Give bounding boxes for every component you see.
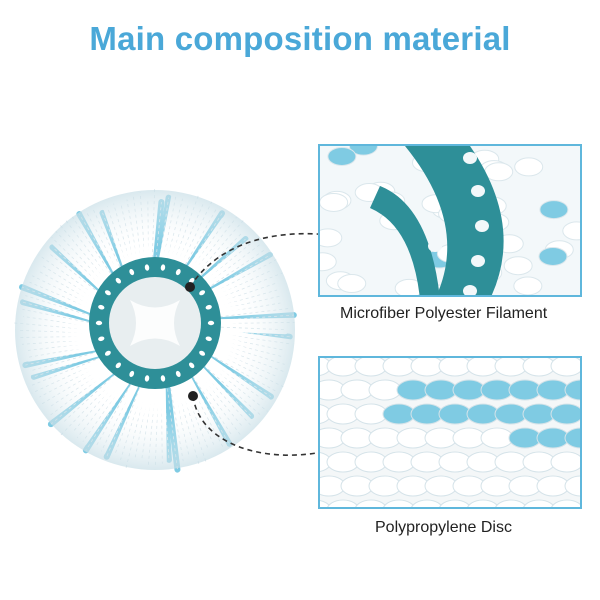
closeup-filament — [318, 144, 582, 297]
dot-icon — [185, 282, 195, 292]
closeup-disc — [318, 356, 582, 509]
callout-line-filament — [189, 232, 339, 288]
center-cross — [130, 300, 180, 346]
disc-holes — [95, 264, 215, 382]
closeup-disc-art — [320, 358, 580, 507]
page-title: Main composition material — [89, 20, 511, 57]
dot-icon — [188, 391, 198, 401]
closeup-filament-art — [320, 146, 580, 295]
caption-disc: Polypropylene Disc — [375, 519, 512, 536]
caption-microfiber: Microfiber Polyester Filament — [340, 305, 548, 322]
